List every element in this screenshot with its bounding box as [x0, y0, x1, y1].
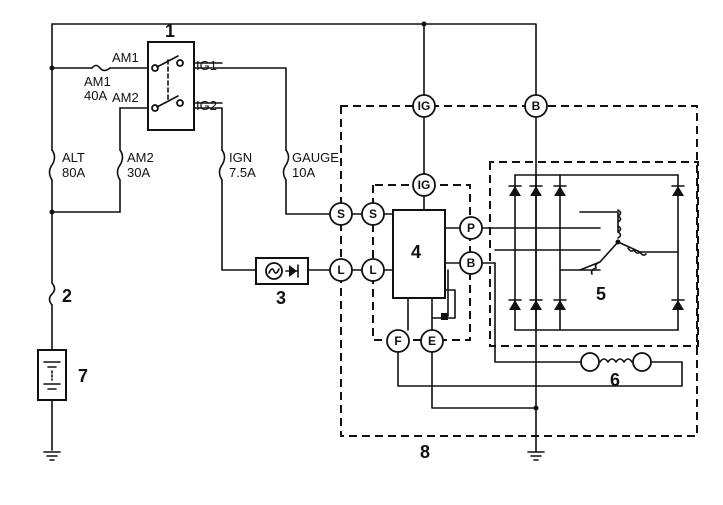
field-coil: 6 — [580, 352, 652, 390]
e-terminal: E — [428, 334, 436, 348]
ign-fuse-name: IGN — [229, 150, 252, 165]
am1-fuse-name: AM1 — [84, 74, 111, 89]
gauge-fuse-name: GAUGE — [292, 150, 339, 165]
gauge-fuse-rating: 10A — [292, 165, 315, 180]
charge-lamp: 3 — [255, 257, 309, 308]
switch-am2-label: AM2 — [112, 90, 139, 105]
alternator: 8 — [340, 105, 698, 462]
switch-callout: 1 — [165, 21, 175, 41]
regulator-callout: 4 — [411, 242, 421, 262]
am1-fuse-icon — [91, 64, 111, 72]
fusible-link-icon — [48, 282, 56, 306]
alt-fuse-name: ALT — [62, 150, 85, 165]
ig-inner-terminal: IG — [418, 178, 431, 192]
regulator: 4 — [392, 209, 448, 320]
switch-ig2-label: IG2 — [196, 98, 217, 113]
alt-fuse-icon — [48, 149, 56, 181]
l-inner-terminal: L — [369, 263, 376, 277]
charge-lamp-diode-icon — [289, 265, 297, 277]
charge-lamp-callout: 3 — [276, 288, 286, 308]
b-outer-terminal: B — [532, 99, 541, 113]
ign-fuse-rating: 7.5A — [229, 165, 256, 180]
fusible-link-callout: 2 — [62, 286, 72, 306]
am1-fuse-rating: 40A — [84, 88, 107, 103]
field-coil-callout: 6 — [610, 370, 620, 390]
s-outer-terminal: S — [337, 207, 345, 221]
stator-coil-icon — [617, 209, 622, 239]
alt-fuse-rating: 80A — [62, 165, 85, 180]
ign-fuse-icon — [218, 149, 226, 181]
rectifier: 5 — [489, 161, 699, 347]
battery: 7 — [37, 349, 88, 401]
am2-fuse-name: AM2 — [127, 150, 154, 165]
gauge-fuse-icon — [282, 149, 290, 181]
ig-outer-terminal: IG — [418, 99, 431, 113]
field-coil-icon — [599, 358, 633, 363]
switch-ig1-label: IG1 — [196, 58, 217, 73]
p-terminal: P — [467, 221, 475, 235]
terminals: IG B IG S S L L P B F E — [329, 94, 548, 353]
battery-callout: 7 — [78, 366, 88, 386]
am2-fuse-rating: 30A — [127, 165, 150, 180]
ignition-switch: 1 AM1 AM2 IG1 IG2 — [112, 21, 217, 131]
l-outer-terminal: L — [337, 263, 344, 277]
alternator-callout: 8 — [420, 442, 430, 462]
f-terminal: F — [394, 334, 401, 348]
fuses: AM1 40A ALT 80A AM2 30A IGN 7.5A GAUGE 1… — [48, 64, 339, 306]
switch-am1-label: AM1 — [112, 50, 139, 65]
s-inner-terminal: S — [369, 207, 377, 221]
b-inner-terminal: B — [467, 256, 476, 270]
wiring — [43, 21, 683, 461]
rectifier-callout: 5 — [596, 284, 606, 304]
am2-fuse-icon — [116, 149, 124, 181]
